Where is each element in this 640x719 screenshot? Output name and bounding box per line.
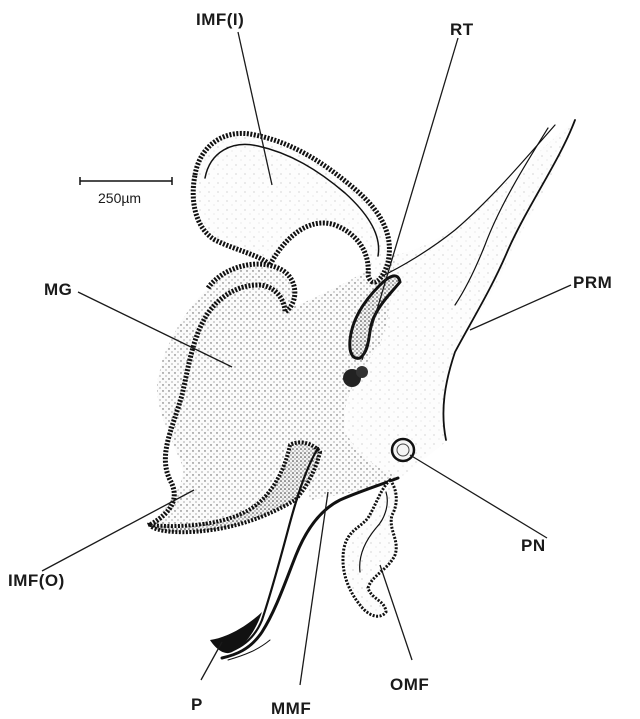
tissue-body — [150, 120, 575, 660]
omf-fold — [343, 480, 396, 616]
rt-dark-center-2 — [356, 366, 368, 378]
label-p: P — [191, 695, 203, 714]
label-pn: PN — [521, 536, 546, 555]
scale-bar: 250µm — [80, 177, 172, 206]
label-rt: RT — [450, 20, 474, 39]
label-mmf: MMF — [271, 699, 311, 718]
label-prm: PRM — [573, 273, 612, 292]
leader-p — [201, 642, 222, 680]
label-mg: MG — [44, 280, 72, 299]
label-imf-i: IMF(I) — [196, 10, 244, 29]
scale-bar-label: 250µm — [98, 190, 141, 206]
pn-structure — [392, 439, 414, 461]
leader-pn — [410, 455, 547, 538]
label-imf-o: IMF(O) — [8, 571, 65, 590]
label-omf: OMF — [390, 675, 429, 694]
